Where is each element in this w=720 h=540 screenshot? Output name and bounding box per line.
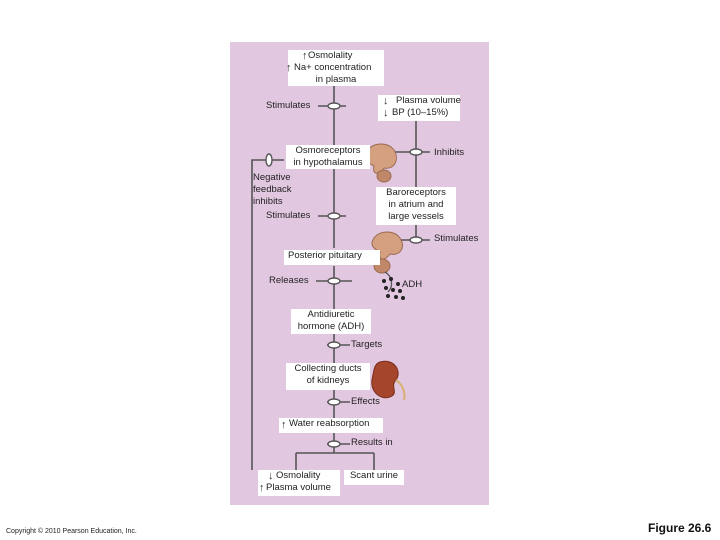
results-marker: [327, 440, 341, 448]
line-negative-feedback: [251, 159, 284, 470]
kidneys-label: of kidneys: [306, 375, 350, 386]
plasma-volume-label: Plasma volume: [396, 95, 461, 106]
osmoreceptors-box: Osmoreceptors in hypothalamus: [286, 145, 370, 169]
releases-label: Releases: [269, 275, 309, 286]
pituitary-gland-icon: [371, 231, 403, 293]
adh-label: ADH: [402, 279, 423, 290]
hormone-adh-label: hormone (ADH): [297, 321, 365, 332]
hypothalamus-gland-icon: [365, 143, 397, 183]
results-in-label: Results in: [351, 437, 393, 448]
stimulates-3-marker: [409, 236, 423, 244]
outcome-osmolality-box: Osmolality Plasma volume: [258, 470, 340, 496]
down-arrow-icon: ↓: [383, 107, 389, 119]
posterior-pituitary-box: Posterior pituitary: [284, 250, 380, 265]
releases-marker: [327, 277, 341, 285]
targets-marker: [327, 341, 341, 349]
posterior-pituitary-label: Posterior pituitary: [288, 250, 362, 261]
up-arrow-icon: ↑: [259, 482, 265, 494]
collecting-ducts-box: Collecting ducts of kidneys: [286, 363, 370, 390]
stimulates-2-marker: [327, 212, 341, 220]
hypothalamus-label: in hypothalamus: [293, 157, 363, 168]
baroreceptors-label: Baroreceptors: [386, 187, 446, 198]
inhibits-marker: [409, 148, 423, 156]
collecting-ducts-label: Collecting ducts: [294, 363, 362, 374]
bp-label: BP (10–15%): [392, 107, 449, 118]
copyright-text: Copyright © 2010 Pearson Education, Inc.: [6, 528, 137, 535]
stimulates-1-marker: [327, 102, 341, 110]
water-reabsorption-box: Water reabsorption: [279, 418, 383, 433]
negative-feedback-label: Negative feedback inhibits: [253, 172, 292, 207]
osmolality-plasma-box: ↑Osmolality Na+ concentration in plasma: [288, 50, 384, 86]
effects-marker: [327, 398, 341, 406]
down-arrow-icon: ↓: [268, 470, 274, 482]
stimulates-2-label: Stimulates: [266, 210, 311, 221]
osmoreceptors-label: Osmoreceptors: [295, 145, 361, 156]
up-arrow-icon: ↑: [281, 419, 287, 431]
water-reabsorption-label: Water reabsorption: [289, 418, 370, 429]
outcome-plasma-volume-label: Plasma volume: [266, 482, 331, 493]
feedback-marker: [265, 153, 273, 167]
figure-caption: Figure 26.6: [648, 521, 712, 535]
effects-label: Effects: [351, 396, 380, 407]
targets-label: Targets: [351, 339, 383, 350]
outcome-osmolality-label: Osmolality: [276, 470, 321, 481]
up-arrow-icon: ↑: [302, 50, 308, 62]
kidney-icon: [371, 360, 406, 401]
in-plasma-label: in plasma: [315, 74, 357, 85]
osmolality-label: Osmolality: [308, 50, 353, 61]
up-arrow-icon: ↑: [286, 62, 292, 74]
atrium-label: in atrium and: [388, 199, 444, 210]
baroreceptors-box: Baroreceptors in atrium and large vessel…: [376, 187, 456, 225]
stimulates-1-label: Stimulates: [266, 100, 311, 111]
adh-molecules-icon: [382, 277, 405, 300]
na-concentration-label: Na+ concentration: [294, 62, 372, 73]
antidiuretic-hormone-box: Antidiuretic hormone (ADH): [291, 309, 371, 334]
plasma-volume-box: Plasma volume BP (10–15%): [378, 95, 461, 121]
antidiuretic-label: Antidiuretic: [307, 309, 355, 320]
vessels-label: large vessels: [388, 211, 444, 222]
scant-urine-box: Scant urine: [344, 470, 404, 485]
down-arrow-icon: ↓: [383, 95, 389, 107]
inhibits-label: Inhibits: [434, 147, 465, 158]
scant-urine-label: Scant urine: [349, 470, 399, 481]
stimulates-3-label: Stimulates: [434, 233, 479, 244]
